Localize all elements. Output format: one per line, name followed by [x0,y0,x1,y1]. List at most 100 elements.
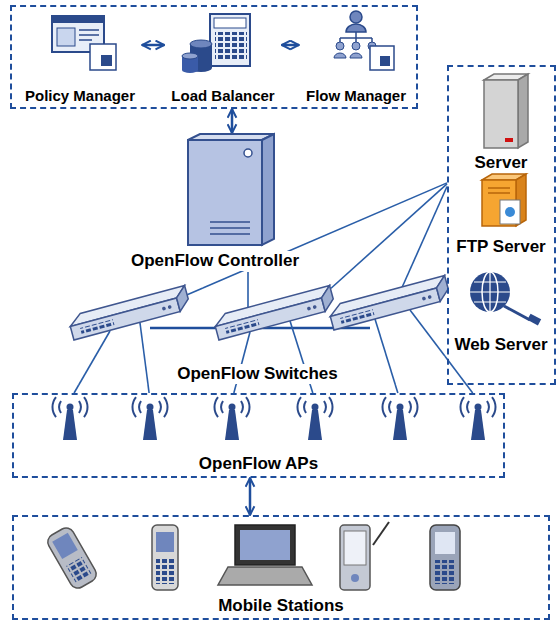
link-line [310,385,313,393]
load-balancer-icon [215,32,247,60]
access-point-icon [52,397,87,440]
load-balancer-icon [190,40,212,48]
openflow-switch [328,275,451,329]
controller-tower [244,149,252,157]
double-arrow [249,478,252,515]
web-server-icon [527,314,541,326]
node-label: OpenFlow APs [196,454,321,474]
flow-manager-icon [380,56,390,66]
server-icon [484,80,518,148]
access-point-icon [297,397,332,440]
double-arrow [142,44,164,47]
group-box: Policy Manager Load Balancer Flow Manager [10,5,418,109]
link-line [234,385,236,393]
node-label: Load Balancer [168,87,277,104]
controller-tower [188,134,274,245]
laptop-icon [218,567,312,585]
flow-manager-icon [334,53,362,58]
link-line [148,385,149,393]
node-label: Mobile Stations [215,596,347,616]
laptop-icon [235,525,295,565]
access-point-icon [460,397,495,440]
component-node: Policy Manager [18,10,142,105]
policy-manager-icon [101,55,112,66]
group-box: OpenFlow APs [12,393,505,478]
flow-manager-icon [334,11,394,70]
link-line [74,385,79,393]
cell-phone-icon [156,532,174,552]
flip-phone-icon [66,557,92,583]
link-line [331,184,447,288]
switch-wiring [410,310,445,356]
load-balancer-icon [182,53,198,59]
controller-tower [262,134,274,245]
node-label: OpenFlow Switches [174,364,341,384]
controller-node: OpenFlow Controller [124,133,306,272]
controller-tower [188,140,262,245]
switch-wiring [79,331,110,385]
link-line [445,356,473,393]
ftp-server-icon [505,207,515,217]
group-box: ServerFTP ServerWeb Server [447,65,556,385]
switch-group-node: OpenFlow Switches [70,288,445,385]
flip-phone-icon [45,525,99,591]
ftp-server-icon [500,200,520,224]
load-balancer-icon [214,18,246,28]
flow-manager-icon [370,46,394,70]
server-node: Server [451,70,551,174]
pda-icon [340,525,370,590]
policy-manager-icon [79,30,99,40]
cell-phone-icon [152,525,178,590]
pda-icon [344,531,366,565]
flow-manager-icon [340,32,372,42]
flip-phone-icon [45,525,99,591]
server-icon [505,138,513,142]
controller-tower [210,222,250,234]
component-node: Flow Manager [299,10,413,105]
node-label: Policy Manager [22,87,138,104]
component-node: Load Balancer [164,10,281,105]
group-box: Mobile Stations [12,515,550,620]
link-line [395,385,397,393]
policy-manager-icon [52,16,116,70]
cell-phone-icon [156,558,176,584]
pda-icon [340,522,389,590]
node-label: Flow Manager [303,87,409,104]
node-label: FTP Server [453,237,548,257]
node-label: OpenFlow Controller [128,251,302,271]
mobile-phone-icon [430,525,460,590]
web-server-icon [470,272,541,325]
double-arrow [282,44,299,47]
mobile-phone-icon [430,525,460,590]
mobile-phone-icon [435,532,455,554]
openflow-switch [68,285,191,339]
switch-wiring [375,319,395,385]
server-node: Web Server [447,266,554,356]
openflow-switch [213,285,336,339]
web-server-icon [504,306,530,320]
laptop-icon [218,525,312,585]
policy-manager-icon [57,28,75,46]
server-node: FTP Server [449,176,552,258]
ftp-server-icon [482,174,526,226]
cell-phone-icon [152,525,178,590]
policy-manager-icon [52,16,104,23]
node-label: Server [472,153,531,173]
flip-phone-icon [52,533,78,559]
flow-manager-icon [346,24,366,32]
laptop-icon [240,530,290,560]
load-balancer-icon [210,14,250,66]
ftp-server-icon [488,188,510,193]
access-point-icon [214,397,249,440]
flow-manager-icon [350,11,362,23]
double-arrow [231,109,234,133]
node-label: Web Server [451,335,550,355]
access-point-icon [382,397,417,440]
access-point-icon [132,397,167,440]
pda-icon [351,574,359,582]
policy-manager-icon [90,44,116,70]
link-line [247,272,249,288]
load-balancer-icon [182,14,250,73]
